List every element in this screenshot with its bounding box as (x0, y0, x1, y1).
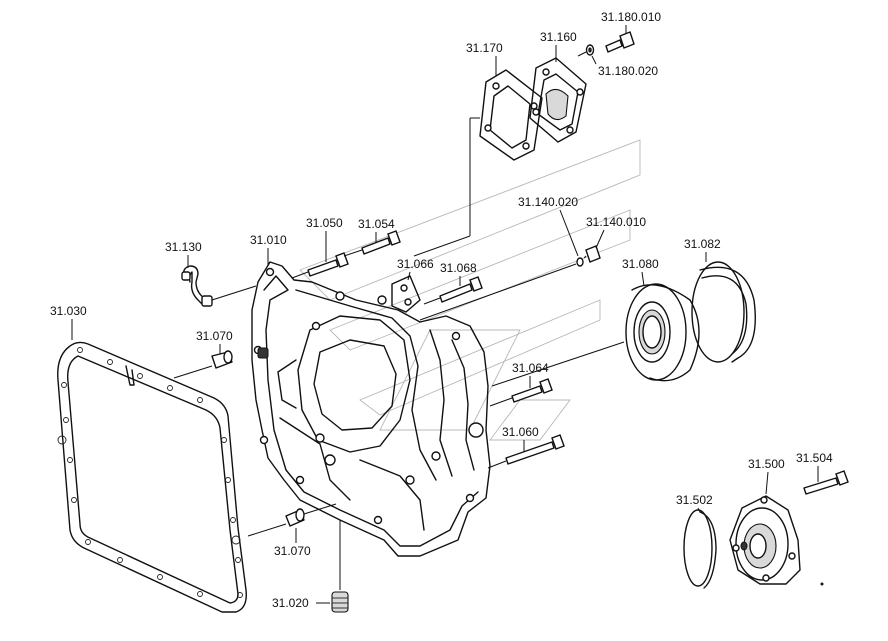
bolt-31-064[interactable] (489, 378, 553, 407)
screw-31-180-010[interactable] (605, 31, 635, 53)
housing-31-010[interactable] (251, 261, 491, 557)
plug-31-020[interactable] (331, 520, 349, 613)
dowel-pin-31-070-top[interactable] (173, 350, 233, 379)
label-31-140-020: 31.140.020 (518, 195, 578, 209)
pipe-31-130[interactable] (181, 265, 257, 307)
bolt-31-050[interactable] (291, 252, 349, 279)
label-31-070-top: 31.070 (196, 329, 233, 343)
cover-assembly-31-500[interactable] (729, 495, 801, 585)
leader-31-066 (407, 271, 411, 281)
label-31-082: 31.082 (684, 237, 721, 251)
gasket-31-030[interactable] (57, 341, 247, 613)
bolt-31-060[interactable] (487, 434, 565, 469)
label-31-504: 31.504 (796, 451, 833, 465)
label-31-180-010: 31.180.010 (601, 10, 661, 24)
label-31-160: 31.160 (540, 30, 577, 44)
ring-31-082[interactable] (691, 261, 756, 363)
label-31-010: 31.010 (250, 233, 287, 247)
label-31-060: 31.060 (502, 425, 539, 439)
leader-31-140-020 (559, 209, 579, 257)
label-31-130: 31.130 (165, 240, 202, 254)
label-31-050: 31.050 (306, 216, 343, 230)
bolt-31-068[interactable] (423, 276, 483, 305)
label-31-502: 31.502 (676, 493, 713, 507)
leader-31-500 (765, 471, 769, 495)
dot-mark (820, 582, 824, 586)
bracket-31-066[interactable] (391, 275, 421, 313)
label-31-030: 31.030 (50, 304, 87, 318)
label-31-170: 31.170 (466, 41, 503, 55)
label-31-070-bottom: 31.070 (274, 544, 311, 558)
label-31-080: 31.080 (622, 257, 659, 271)
bolt-31-054[interactable] (343, 230, 401, 257)
label-31-064: 31.064 (512, 361, 549, 375)
washer-31-140-020[interactable] (419, 257, 584, 321)
label-31-500: 31.500 (748, 457, 785, 471)
bearing-31-080[interactable] (491, 283, 700, 387)
bolt-31-504[interactable] (803, 470, 849, 495)
leader-31-502 (697, 507, 701, 513)
label-31-140-010: 31.140.010 (586, 215, 646, 229)
screw-31-140-010[interactable] (583, 245, 601, 263)
label-31-020: 31.020 (272, 596, 309, 610)
gasket-plate-31-170[interactable] (413, 69, 543, 257)
dowel-pin-31-070-bottom[interactable] (247, 503, 337, 537)
label-31-180-020: 31.180.020 (598, 64, 658, 78)
leader-31-140-010 (595, 229, 605, 249)
label-31-066: 31.066 (397, 257, 434, 271)
label-31-054: 31.054 (358, 217, 395, 231)
leader-31-080 (641, 271, 645, 287)
leader-31-180-020 (591, 55, 597, 65)
o-ring-31-502[interactable] (683, 509, 717, 589)
washer-31-180-020[interactable] (577, 44, 595, 57)
cover-31-160[interactable] (529, 57, 587, 143)
label-31-068: 31.068 (440, 261, 477, 275)
